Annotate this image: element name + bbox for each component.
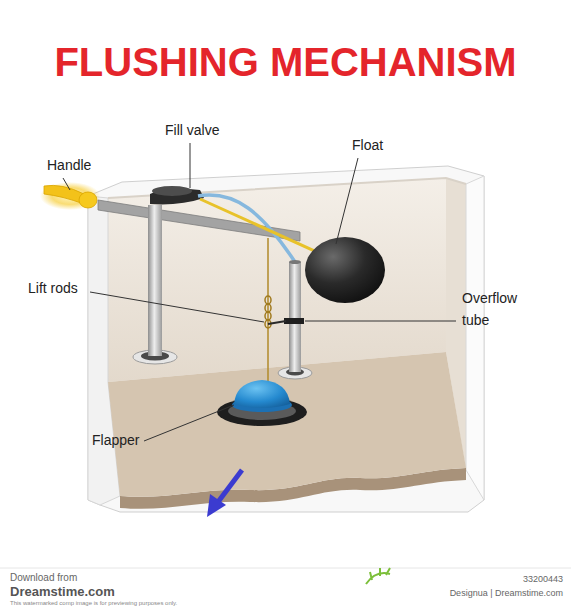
watermark-text: Designua | Dreamstime.com — [450, 588, 563, 599]
part-label: Flapper — [92, 432, 139, 449]
chain-link — [265, 296, 271, 304]
watermark-text: 33200443 — [523, 574, 563, 585]
float-arm — [200, 199, 330, 258]
leader-line — [90, 292, 264, 322]
part-label: Fill valve — [165, 122, 219, 139]
part-label: Handle — [47, 157, 91, 174]
leader-line — [336, 158, 358, 244]
handle — [40, 182, 100, 210]
chain-clip — [268, 321, 286, 324]
tank-shell — [88, 166, 484, 512]
flapper — [217, 380, 307, 426]
leader-lines — [63, 143, 456, 441]
tank-floor — [108, 352, 466, 497]
tank-back-wall — [108, 178, 446, 382]
arrow-shaft — [218, 470, 242, 502]
watermark-text: Dreamstime.com — [10, 584, 115, 600]
flapper-dome — [234, 380, 290, 408]
diagram-title: FLUSHING MECHANISM — [0, 38, 571, 86]
footer-strip — [0, 568, 571, 584]
handle-knob — [79, 192, 97, 208]
chain-link — [265, 304, 271, 312]
footer-logo — [366, 568, 390, 584]
tube-top — [289, 260, 301, 264]
watermark-text: This watermarked comp image is for previ… — [10, 600, 177, 607]
handle-glow — [40, 182, 100, 210]
trip-lever — [98, 200, 300, 241]
tube-clip — [284, 318, 304, 324]
lift-rod — [267, 238, 269, 388]
tank-left-wall — [88, 196, 120, 505]
valve-cap-top — [152, 186, 192, 196]
footer-rule — [0, 568, 571, 569]
tank-outer — [88, 166, 484, 512]
handle-lever — [44, 185, 84, 204]
leader-line — [305, 321, 456, 322]
chain-link — [265, 312, 271, 320]
tank-rim — [108, 178, 466, 198]
leader-line — [144, 405, 234, 441]
tank-right-face — [466, 176, 484, 500]
part-label: Overflow tube — [462, 287, 536, 331]
watermark-text: Download from — [10, 572, 77, 584]
float-ball — [305, 237, 385, 303]
part-label: Float — [352, 137, 383, 154]
leader-line — [63, 178, 70, 190]
leader-line — [190, 143, 191, 188]
lift-chain — [265, 238, 286, 388]
fill-valve — [133, 186, 204, 364]
arrow-head — [207, 494, 226, 517]
valve-tube — [148, 205, 162, 356]
outflow-arrow — [207, 470, 242, 517]
part-label: Lift rods — [28, 280, 78, 297]
tube-body — [289, 262, 301, 372]
